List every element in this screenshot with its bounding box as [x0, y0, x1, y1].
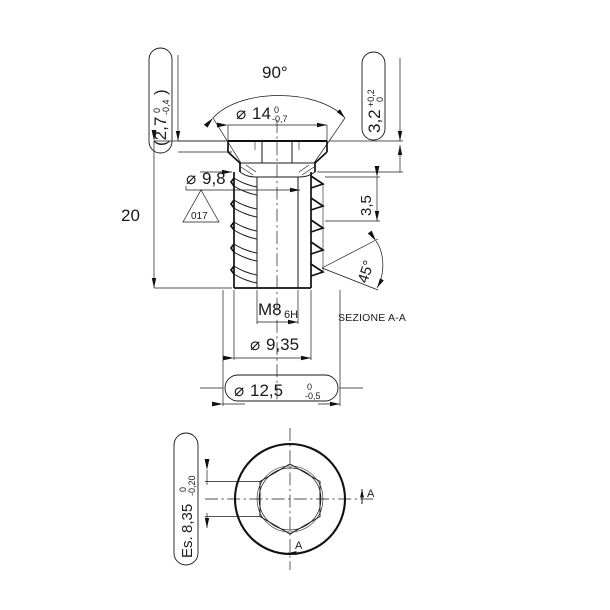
dim-head-diameter-tol-lower: -0,7: [272, 114, 288, 124]
dim-internal-thread-value: M8: [258, 300, 282, 319]
dim-outer-thread-tol-upper: 0: [307, 382, 312, 392]
internal-thread-turns: [233, 177, 258, 284]
dim-flange-height-tol-lower: 0: [375, 97, 385, 102]
dim-internal-thread-class: 6H: [284, 309, 298, 321]
callout-surface-triangle: 017: [182, 189, 220, 223]
section-mark-bottom: A: [288, 540, 303, 555]
dim-hex-socket-prefix: Es.: [179, 536, 196, 558]
inner-thread-circle: [258, 467, 322, 531]
dim-flange-height-tol-upper: +0,2: [366, 89, 376, 107]
dim-minor-diameter-symbol: ⌀: [186, 169, 196, 188]
angle-arc-90: [203, 95, 346, 128]
dim-core-diameter-value: 9,35: [266, 335, 299, 354]
dim-outer-thread-diameter: ⌀ 12,5 0 -0,5: [200, 290, 363, 407]
dim-thread-pitch: 3,5: [325, 166, 380, 222]
dim-head-diameter-tol-upper: 0: [274, 105, 279, 115]
dim-hex-socket: Es. 8,35 0 -0,20: [173, 432, 262, 566]
dim-outer-thread-tol-lower: -0,5: [305, 391, 321, 401]
external-thread-profile: [310, 175, 325, 277]
part-body-geometry: [229, 172, 325, 289]
dim-flange-height-value: 3,2: [365, 109, 384, 133]
part-head-geometry: [227, 139, 328, 178]
dim-head-thickness-tol-lower: -0,4: [161, 99, 171, 115]
dim-hex-socket-value: 8,35: [179, 504, 196, 533]
internal-thread-crests: [229, 177, 235, 275]
oval-frame-hex-socket: [173, 432, 199, 566]
section-mark-right-label: A: [367, 488, 375, 500]
dim-core-diameter-symbol: ⌀: [250, 335, 260, 354]
dim-chamfer-angle-value: 45°: [355, 258, 378, 285]
callout-surface-triangle-value: 017: [191, 211, 208, 222]
dim-flange-height: 3,2 +0,2 0: [317, 51, 403, 173]
dim-minor-diameter: ⌀ 9,8: [185, 169, 300, 193]
dim-head-thickness-tol-upper: 0: [152, 108, 162, 113]
dim-head-diameter-value: 14: [252, 104, 271, 123]
dim-minor-diameter-value: 9,8: [202, 169, 226, 188]
main-section-view: (2,7 0 -0,4 ) 90° ⌀ 14 0 -0,7: [121, 47, 406, 407]
dim-total-length: 20: [121, 130, 232, 289]
dim-outer-thread-value: 12,5: [250, 381, 283, 400]
oval-frame-outer-diameter: [224, 374, 339, 402]
dim-total-length-value: 20: [121, 206, 140, 225]
dim-outer-thread-symbol: ⌀: [234, 381, 244, 400]
triangle-frame: [182, 189, 220, 223]
dim-core-diameter: ⌀ 9,35: [223, 290, 312, 361]
dim-thread-pitch-value: 3,5: [358, 195, 375, 216]
dim-head-thickness-close: ): [151, 89, 170, 95]
oval-frame-flange-height: [361, 51, 386, 141]
oval-frame-head-thickness: [148, 47, 173, 154]
dim-head-thickness: (2,7 0 -0,4 ): [148, 47, 232, 154]
dim-chamfer-angle: 45°: [321, 230, 384, 291]
dim-internal-thread: M8 6H: [256, 290, 299, 325]
dim-head-diameter: ⌀ 14 0 -0,7: [217, 104, 328, 141]
section-mark-right: A: [360, 488, 375, 504]
dim-hex-socket-tol-upper: 0: [178, 487, 188, 492]
dim-head-diameter-symbol: ⌀: [236, 104, 246, 123]
section-view-label: SEZIONE A-A: [338, 312, 406, 324]
dim-head-angle-value: 90°: [262, 63, 288, 82]
thread-minor-circle: [256, 465, 324, 533]
bottom-end-view: Es. 8,35 0 -0,20 A A: [173, 428, 375, 570]
dim-hex-socket-tol-lower: -0,20: [187, 475, 197, 496]
section-mark-bottom-label: A: [295, 540, 303, 552]
